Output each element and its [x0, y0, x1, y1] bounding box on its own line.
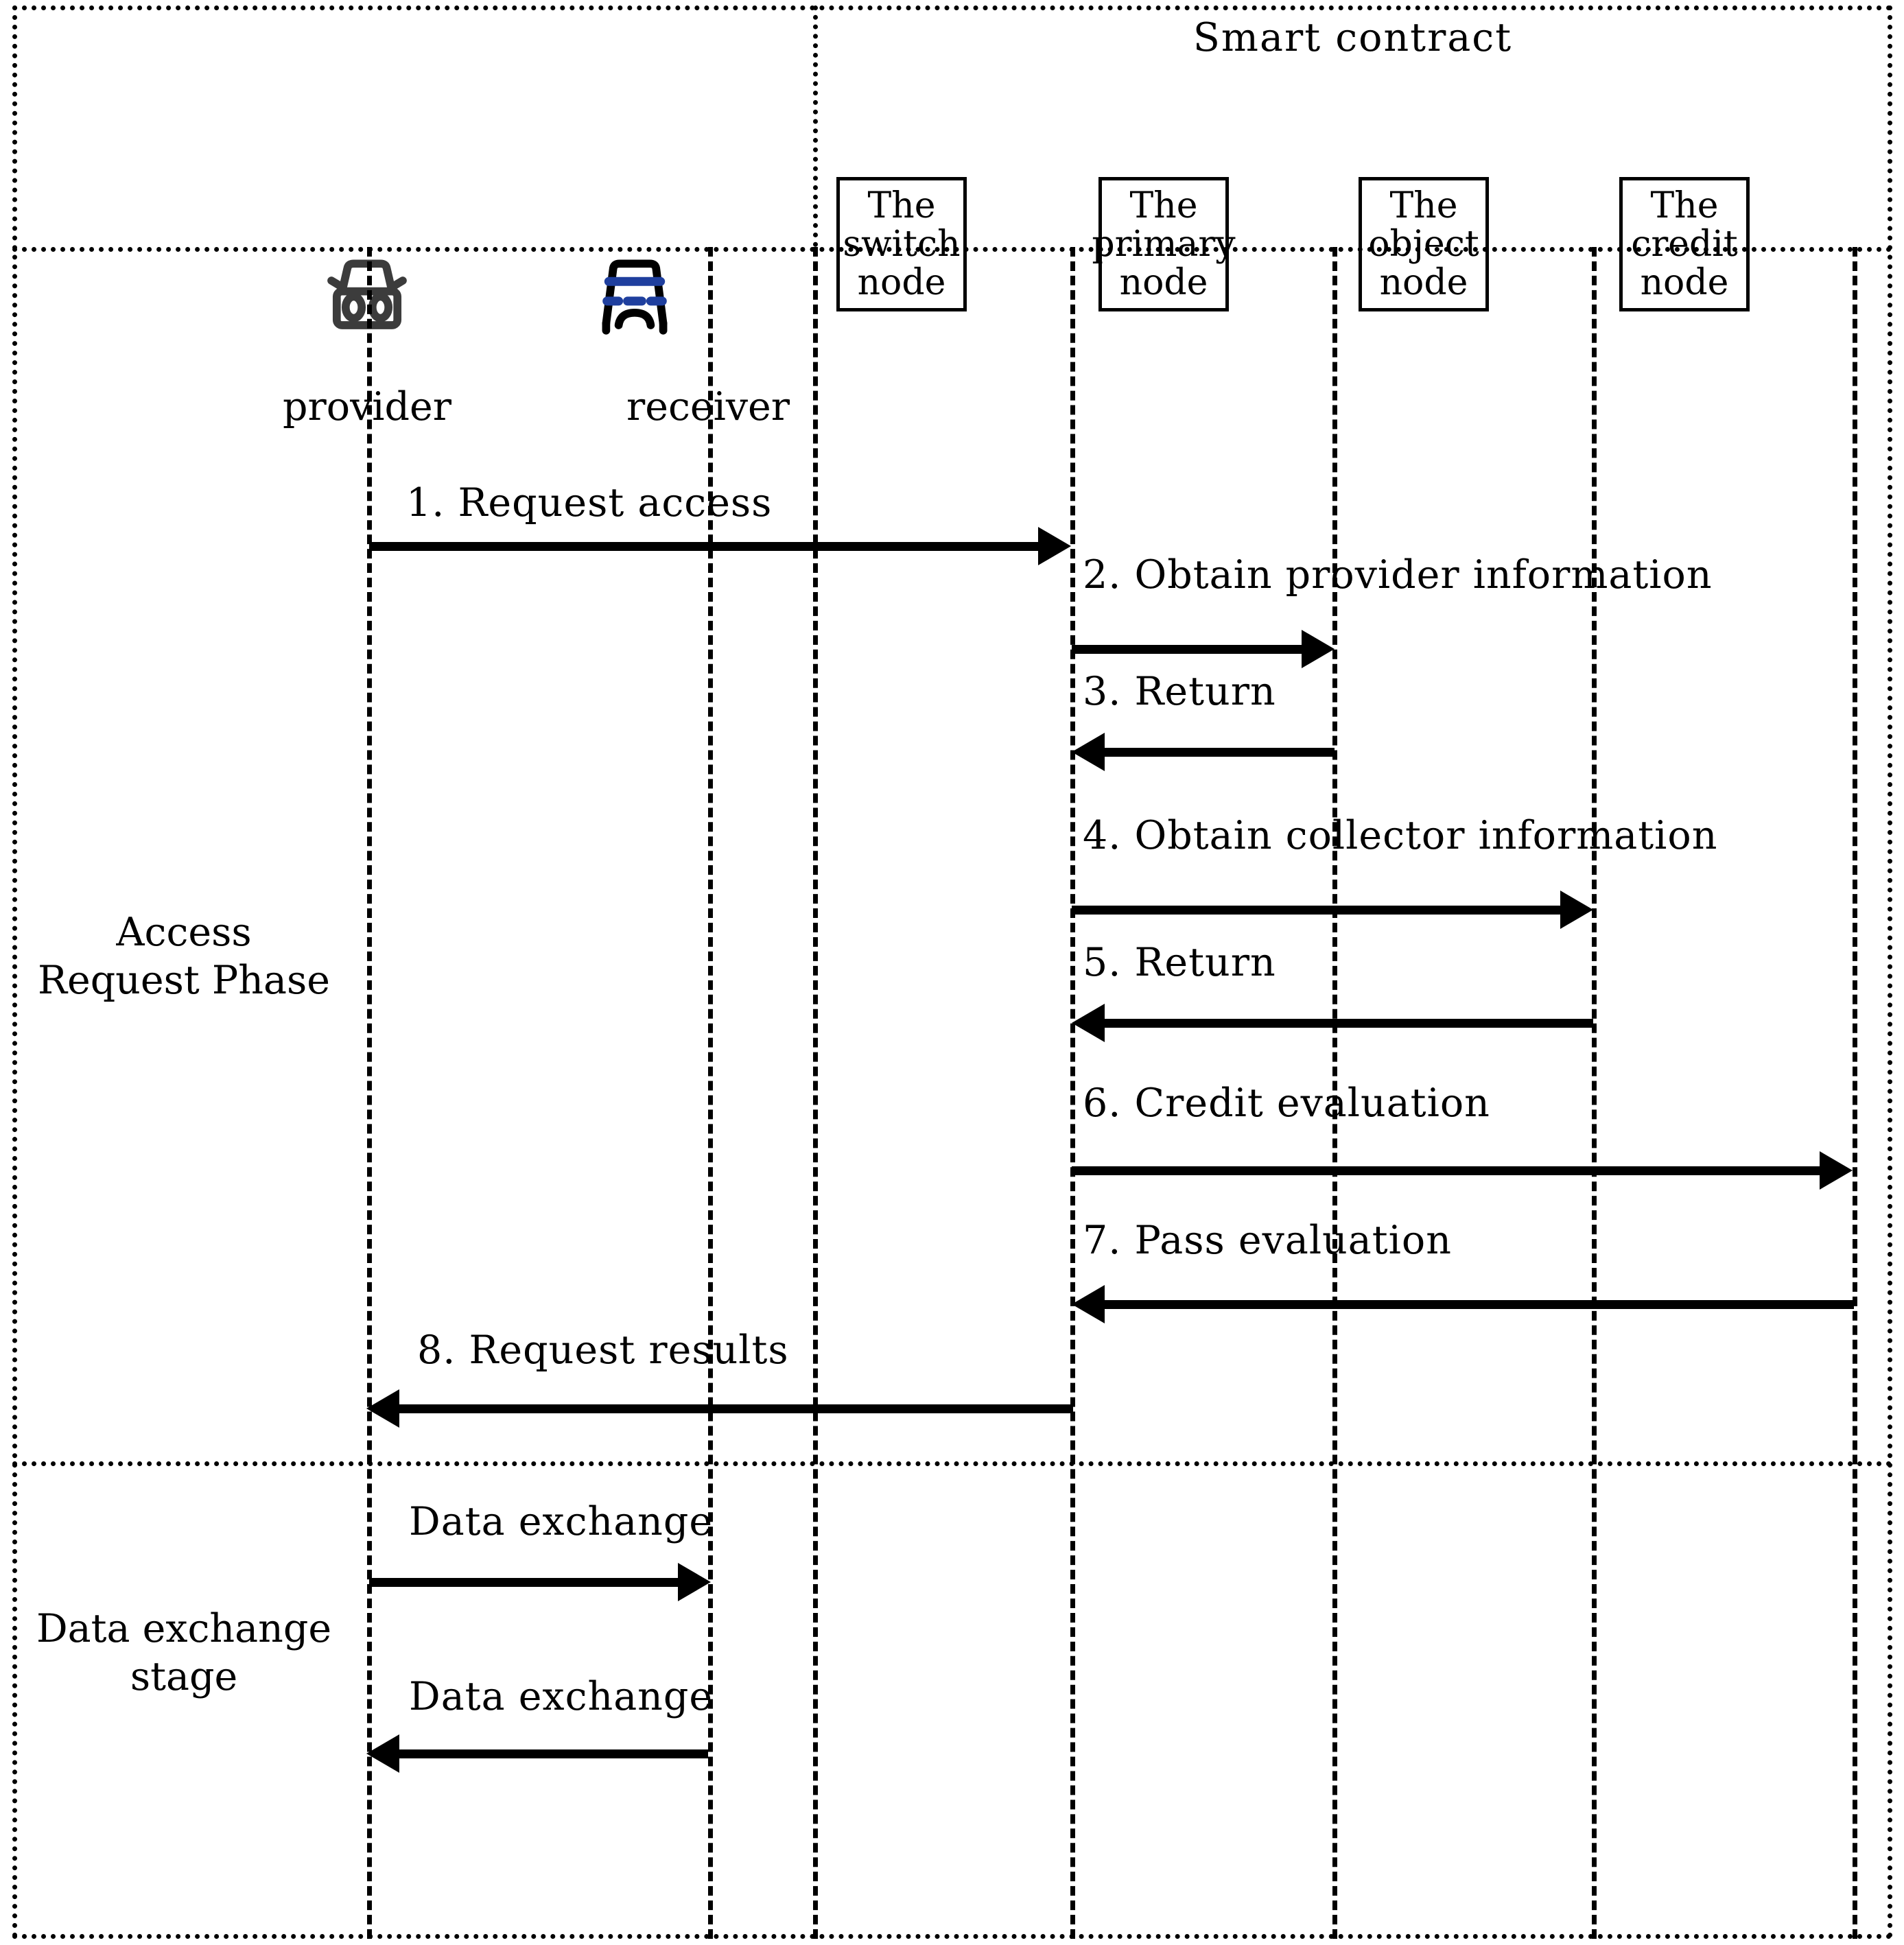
lifeline-switch-node	[1070, 247, 1075, 1939]
divider-phase-split	[12, 1461, 1892, 1466]
message-line-1	[369, 542, 1038, 551]
message-line-9	[369, 1578, 678, 1587]
car-icon-receiver	[602, 259, 668, 335]
lifeline-provider	[367, 247, 372, 1939]
smart-contract-title: Smart contract	[1192, 15, 1513, 60]
message-line-8	[399, 1404, 1073, 1413]
message-label-9: Data exchange	[409, 1499, 714, 1544]
actor-label-provider: provider	[283, 384, 451, 429]
message-label-7: 7. Pass evaluation	[1083, 1218, 1452, 1263]
diagram-frame	[12, 5, 1892, 1939]
message-arrowhead-2	[1302, 630, 1335, 668]
message-arrowhead-5	[1072, 1004, 1105, 1042]
message-label-3: 3. Return	[1083, 669, 1276, 714]
message-label-2: 2. Obtain provider information	[1083, 552, 1713, 598]
message-label-1: 1. Request access	[406, 480, 773, 526]
message-line-4	[1072, 906, 1560, 915]
message-line-7	[1105, 1300, 1854, 1309]
lifeline-receiver	[708, 247, 713, 1939]
message-arrowhead-9	[678, 1563, 711, 1601]
message-arrowhead-6	[1820, 1151, 1853, 1190]
message-arrowhead-3	[1072, 733, 1105, 771]
lifeline-region-split	[813, 247, 818, 1939]
message-arrowhead-8	[366, 1389, 399, 1428]
message-line-2	[1072, 645, 1302, 654]
divider-header-bottom	[12, 247, 1892, 252]
lifeline-object-node	[1592, 247, 1597, 1939]
message-label-10: Data exchange	[409, 1674, 714, 1719]
message-arrowhead-1	[1038, 527, 1071, 565]
message-arrowhead-10	[366, 1734, 399, 1773]
message-line-6	[1072, 1166, 1820, 1175]
message-arrowhead-7	[1072, 1285, 1105, 1323]
message-label-5: 5. Return	[1083, 940, 1276, 985]
message-line-5	[1105, 1019, 1593, 1028]
lifeline-credit-node	[1853, 247, 1857, 1939]
message-arrowhead-4	[1560, 891, 1593, 929]
divider-smart-contract-left	[813, 5, 818, 247]
message-label-6: 6. Credit evaluation	[1083, 1081, 1490, 1126]
message-line-10	[399, 1749, 708, 1758]
message-label-8: 8. Request results	[417, 1328, 789, 1373]
message-line-3	[1105, 748, 1335, 757]
message-label-4: 4. Obtain collector information	[1083, 813, 1718, 858]
lifeline-primary-node	[1332, 247, 1337, 1939]
